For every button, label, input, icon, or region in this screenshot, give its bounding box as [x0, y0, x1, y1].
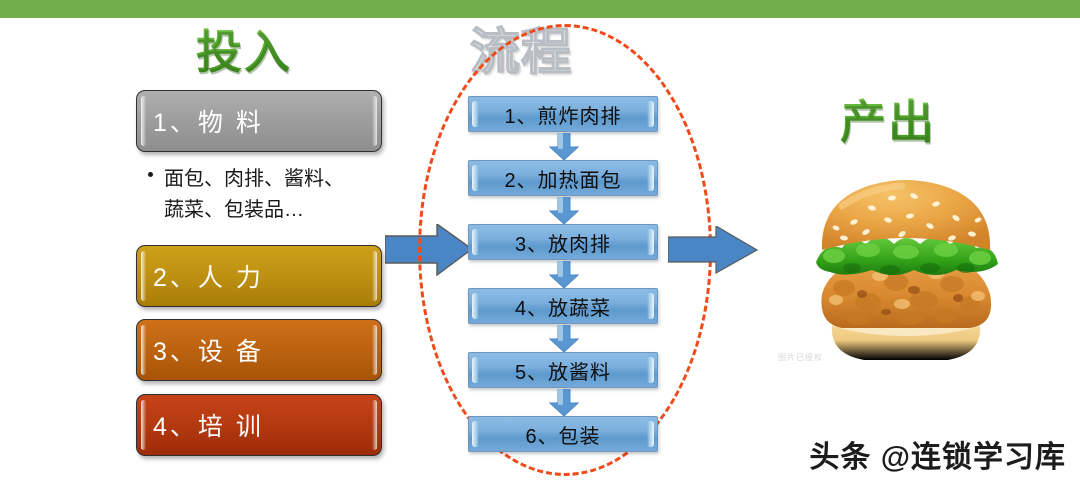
process-step-5[interactable]: 5、放酱料 [468, 352, 658, 388]
material-detail-line-1: 面包、肉排、酱料、 [164, 168, 344, 190]
output-section-title: 产出 [840, 86, 936, 152]
process-step-5-label: 5、放酱料 [514, 361, 612, 384]
process-section-title: 流程 [469, 23, 572, 81]
process-step-4-label: 4、放蔬菜 [514, 297, 612, 320]
input-item-equipment[interactable]: 3、设 备 [136, 319, 382, 381]
step-connector-arrow-2-icon [548, 197, 580, 225]
process-step-2[interactable]: 2、加热面包 [468, 160, 658, 196]
process-step-1[interactable]: 1、煎炸肉排 [468, 96, 658, 132]
input-to-process-arrow-icon [385, 224, 473, 276]
step-connector-arrow-5-icon [548, 389, 580, 417]
input-item-training-label: 4、培 训 [153, 413, 264, 441]
process-step-4[interactable]: 4、放蔬菜 [468, 288, 658, 324]
material-detail-line-2: 蔬菜、包装品… [164, 199, 304, 221]
input-item-material-label: 1、物 料 [153, 109, 264, 137]
process-step-6-label: 6、包装 [525, 425, 601, 448]
input-item-labor[interactable]: 2、人 力 [136, 245, 382, 307]
input-item-training[interactable]: 4、培 训 [136, 394, 382, 456]
step-connector-arrow-3-icon [548, 261, 580, 289]
process-step-6[interactable]: 6、包装 [468, 416, 658, 452]
bullet-dot-icon [148, 172, 153, 177]
step-connector-arrow-1-icon [548, 133, 580, 161]
process-to-output-arrow-icon [668, 226, 758, 274]
top-accent-bar [0, 0, 1080, 18]
process-step-2-label: 2、加热面包 [504, 169, 622, 192]
step-connector-arrow-4-icon [548, 325, 580, 353]
input-item-material[interactable]: 1、物 料 [136, 90, 382, 152]
image-source-watermark: 图片已授权 [778, 353, 823, 362]
input-item-labor-label: 2、人 力 [153, 264, 264, 292]
process-step-3[interactable]: 3、放肉排 [468, 224, 658, 260]
chicken-burger-image [816, 180, 998, 360]
process-step-1-label: 1、煎炸肉排 [504, 105, 622, 128]
input-section-title: 投入 [196, 16, 292, 82]
publisher-watermark: 头条 @连锁学习库 [809, 441, 1066, 474]
input-item-equipment-label: 3、设 备 [153, 338, 264, 366]
material-detail-list: 面包、肉排、酱料、 蔬菜、包装品… [146, 164, 391, 226]
process-step-3-label: 3、放肉排 [514, 233, 612, 256]
